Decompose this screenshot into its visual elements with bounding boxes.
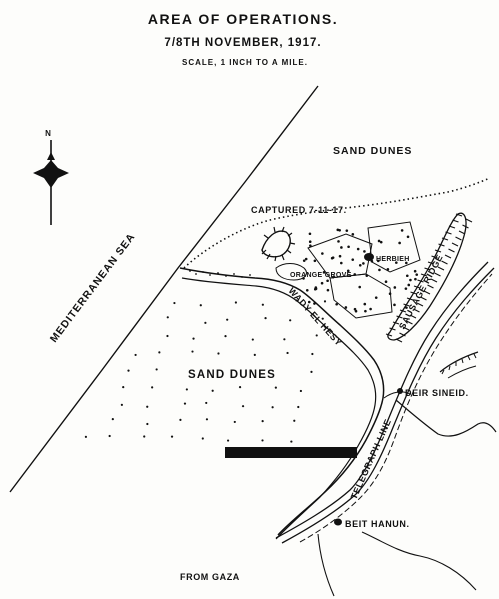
deir-sineid-track bbox=[383, 391, 411, 399]
map-subtitle: 7/8TH NOVEMBER, 1917. bbox=[164, 37, 321, 49]
sand-dunes-north-label: SAND DUNES bbox=[333, 145, 412, 157]
orange-grove-label: ORANGE GROVE bbox=[290, 272, 352, 279]
southern-track-east bbox=[361, 531, 477, 591]
coastline bbox=[9, 85, 319, 493]
mediterranean-sea-label: MEDITERRANEAN SEA bbox=[48, 231, 138, 345]
eastern-wadi bbox=[395, 399, 497, 437]
wady-mouth-dots bbox=[189, 270, 251, 278]
orange-grove-area bbox=[275, 263, 307, 281]
map-scale: SCALE, 1 INCH TO A MILE. bbox=[182, 58, 308, 67]
north-label: N bbox=[45, 129, 51, 138]
captured-hill bbox=[261, 226, 296, 262]
southern-track-west bbox=[317, 533, 335, 597]
compass-rose-icon: N bbox=[33, 129, 69, 225]
sand-dunes-central-label: SAND DUNES bbox=[188, 369, 276, 381]
dunes-boundary bbox=[183, 177, 491, 269]
orchard-dots bbox=[302, 228, 419, 313]
sausage-ridge bbox=[385, 212, 473, 343]
sand-dune-dots bbox=[84, 299, 327, 443]
map-title: AREA OF OPERATIONS. bbox=[148, 11, 338, 27]
east-hill bbox=[439, 351, 479, 379]
front-line-bar bbox=[225, 447, 357, 458]
herbieh-label: HERBIEH bbox=[376, 256, 410, 263]
village-dot-icon bbox=[334, 518, 342, 526]
from-gaza-label: FROM GAZA bbox=[180, 572, 240, 582]
wady-el-hesy-label: WADY EL HESY bbox=[287, 286, 345, 348]
cultivated-fields bbox=[307, 221, 421, 319]
village-dot-icon bbox=[397, 388, 403, 394]
wady-bank-south bbox=[181, 277, 377, 540]
beit-hanun-label: BEIT HANUN. bbox=[345, 519, 410, 529]
captured-label: CAPTURED 7-11-17. bbox=[251, 205, 347, 215]
deir-sineid-label: DEIR SINEID. bbox=[405, 388, 469, 398]
telegraph-line bbox=[299, 273, 493, 543]
railway-line bbox=[275, 261, 495, 544]
wady-bank-north bbox=[179, 267, 385, 536]
